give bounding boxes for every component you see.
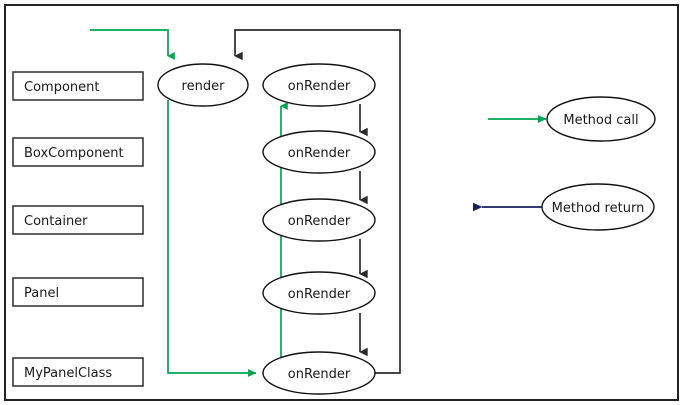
class-box-label: Container	[24, 214, 88, 229]
call-arrow-entry-to-render	[90, 29, 175, 60]
method-call-paths	[90, 29, 288, 377]
node-label: onRender	[288, 79, 351, 94]
class-box-rect	[12, 71, 144, 101]
onrender-column: onRender onRender onRender onRender onRe…	[262, 63, 376, 395]
node-onrender-panel[interactable]: onRender	[262, 271, 376, 315]
call-arrow-render-to-onrender-mypanelclass	[167, 100, 257, 377]
class-hierarchy-column: Component BoxComponent Container Panel M…	[12, 71, 144, 387]
class-box-component[interactable]: Component	[12, 71, 144, 101]
node-label: render	[182, 79, 226, 94]
node-label: onRender	[288, 214, 351, 229]
node-ellipse	[157, 63, 249, 107]
class-box-label: Panel	[24, 286, 59, 301]
legend-label: Method return	[552, 201, 645, 216]
return-arrow-loop-to-onrender1	[234, 29, 401, 374]
legend: Method call Method return	[473, 96, 656, 231]
node-ellipse	[262, 351, 376, 395]
legend-item-method-return[interactable]: Method return	[473, 183, 655, 231]
class-box-mypanelclass[interactable]: MyPanelClass	[12, 357, 144, 387]
node-ellipse	[262, 63, 376, 107]
diagram-frame	[4, 4, 679, 401]
class-box-rect	[12, 205, 144, 235]
method-return-paths	[234, 29, 401, 374]
node-onrender-component[interactable]: onRender	[262, 63, 376, 107]
node-ellipse	[262, 130, 376, 174]
class-box-boxcomponent[interactable]: BoxComponent	[12, 137, 144, 167]
legend-item-method-call[interactable]: Method call	[488, 96, 656, 142]
class-box-rect	[12, 137, 144, 167]
node-label: onRender	[288, 367, 351, 382]
node-onrender-boxcomponent[interactable]: onRender	[262, 130, 376, 174]
legend-ellipse	[541, 183, 655, 231]
node-render[interactable]: render	[157, 63, 249, 107]
node-ellipse	[262, 198, 376, 242]
node-onrender-container[interactable]: onRender	[262, 198, 376, 242]
node-label: onRender	[288, 146, 351, 161]
node-ellipse	[262, 271, 376, 315]
class-box-label: Component	[24, 80, 99, 95]
class-box-rect	[12, 277, 144, 307]
node-label: onRender	[288, 287, 351, 302]
class-box-panel[interactable]: Panel	[12, 277, 144, 307]
class-box-label: MyPanelClass	[24, 366, 112, 381]
node-onrender-mypanelclass[interactable]: onRender	[262, 351, 376, 395]
legend-ellipse	[546, 96, 656, 142]
legend-label: Method call	[563, 113, 638, 128]
class-box-container[interactable]: Container	[12, 205, 144, 235]
class-box-rect	[12, 357, 144, 387]
class-box-label: BoxComponent	[24, 146, 124, 161]
